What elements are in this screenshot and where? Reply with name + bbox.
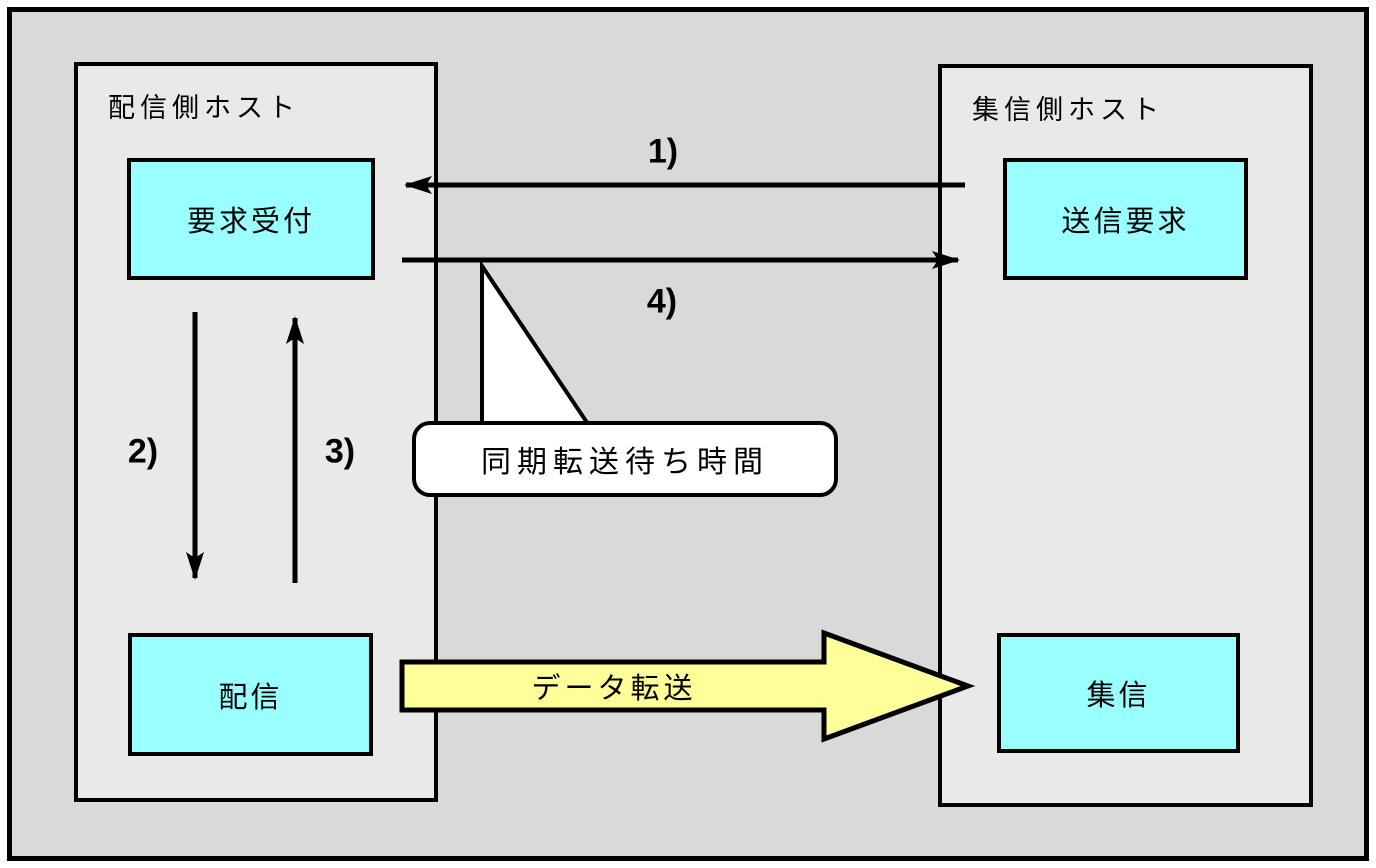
arrow-step2-label: 2) [127, 432, 159, 471]
arrow-step1-label: 1) [647, 132, 679, 171]
node-request-accept-label: 要求受付 [186, 206, 315, 238]
callout-tail [480, 259, 596, 432]
sender-host-label: 配信側ホスト [108, 93, 300, 123]
arrow-step4-label: 4) [646, 282, 678, 321]
node-send-request: 送信要求 [1003, 158, 1248, 280]
arrow-step3-label: 3) [324, 432, 356, 471]
node-collect-label: 集信 [1086, 680, 1151, 712]
callout-label: 同期転送待ち時間 [481, 446, 769, 479]
data-transfer-label: データ転送 [531, 673, 697, 705]
receiver-host-label: 集信側ホスト [972, 95, 1164, 125]
node-collect: 集信 [997, 633, 1240, 753]
node-deliver-label: 配信 [218, 681, 283, 714]
node-send-request-label: 送信要求 [1061, 206, 1190, 238]
data-transfer-arrow [399, 629, 976, 743]
node-request-accept: 要求受付 [127, 158, 375, 280]
node-deliver: 配信 [128, 633, 373, 756]
callout-bubble: 同期転送待ち時間 [412, 421, 838, 497]
